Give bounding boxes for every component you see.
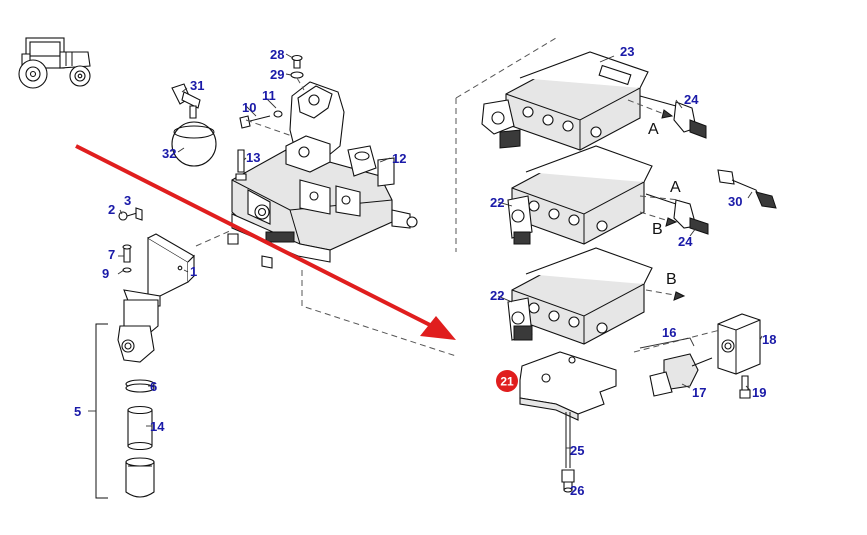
callout-13: 12: [392, 151, 406, 166]
callout-29: 26: [570, 483, 584, 498]
callout-24-lower: 24: [678, 234, 693, 249]
filter-assembly: [88, 207, 195, 499]
callout-17: 17: [692, 385, 706, 400]
callout-31: 31: [190, 78, 204, 93]
tractor-icon: [18, 37, 91, 89]
callout-5: 5: [74, 404, 81, 419]
valve-section-22-upper: [507, 145, 653, 245]
highlighted-part-badge: 21: [496, 370, 518, 392]
callout-30: 30: [728, 194, 742, 209]
callout-21: 21: [500, 375, 514, 389]
callout-28: 25: [570, 443, 584, 458]
arrow-b-lower: B: [645, 271, 686, 301]
callout-1: 1: [190, 264, 197, 279]
connector-24-upper: [639, 95, 707, 139]
callout-22-upper: 22: [490, 195, 504, 210]
dashed-boundary-left: [301, 270, 457, 357]
end-cover-21: [519, 351, 617, 493]
callout-14: 13: [246, 150, 260, 165]
adapter-assembly: [633, 313, 761, 399]
callout-6: 14: [150, 419, 165, 434]
callout-12: 11: [262, 88, 276, 103]
arrow-b-mid: B: [639, 211, 678, 238]
callout-7: 6: [150, 379, 157, 394]
valve-section-22-lower: [507, 247, 653, 345]
callout-32: 32: [162, 146, 176, 161]
callout-16: 16: [662, 325, 676, 340]
callout-labels: 31 32 10 11 28 29 12 13 2 3 7 9 1 5 6 14…: [74, 44, 776, 498]
callout-11: 10: [242, 100, 256, 115]
callout-25: 28: [270, 47, 284, 62]
callout-10: 9: [102, 266, 109, 281]
valve-block-assembly: [171, 54, 418, 269]
label-b-mid: B: [652, 221, 663, 238]
callout-2: 2: [108, 202, 115, 217]
label-a-upper: A: [648, 121, 659, 138]
callout-24-upper: 24: [684, 92, 699, 107]
arrow-a-upper: A: [627, 99, 674, 138]
callout-19: 19: [752, 385, 766, 400]
label-a-right: A: [670, 179, 681, 196]
callout-3: 3: [124, 193, 131, 208]
arrow-a-right: A: [639, 179, 681, 201]
callout-9: 7: [108, 247, 115, 262]
highlight-arrow: [75, 144, 456, 340]
connector-24-lower: [645, 193, 709, 235]
callout-22-lower: 22: [490, 288, 504, 303]
connector-30: [717, 169, 777, 209]
callout-26: 29: [270, 67, 284, 82]
valve-section-23: [481, 51, 649, 151]
label-b-lower: B: [666, 271, 677, 288]
callout-23: 23: [620, 44, 634, 59]
callout-18: 18: [762, 332, 776, 347]
